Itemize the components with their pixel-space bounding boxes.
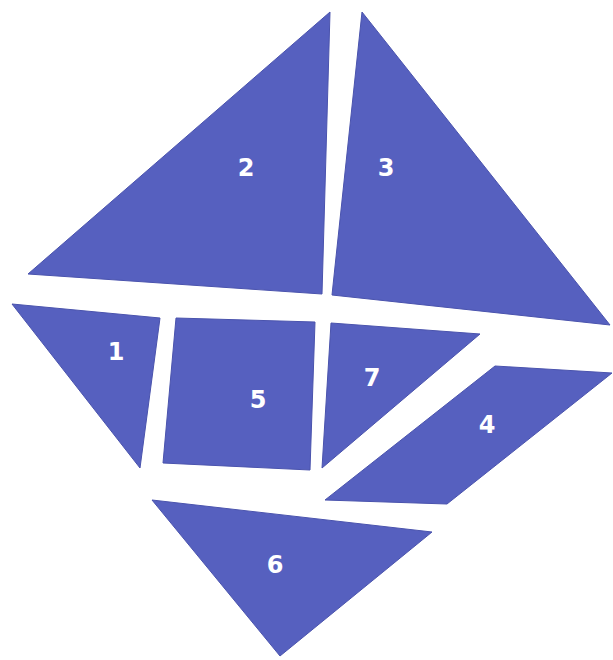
piece-shape — [163, 318, 315, 470]
tangram-piece: 5 — [163, 318, 315, 470]
tangram-piece: 2 — [28, 12, 330, 294]
piece-outline — [28, 12, 330, 294]
piece-number: 7 — [364, 366, 381, 390]
piece-number: 2 — [238, 156, 255, 180]
piece-number: 4 — [479, 413, 496, 437]
piece-number: 3 — [378, 156, 395, 180]
tangram-piece: 3 — [332, 12, 610, 325]
piece-shape — [332, 12, 610, 325]
piece-number: 6 — [267, 553, 284, 577]
piece-number: 1 — [108, 340, 125, 364]
piece-outline — [332, 12, 610, 325]
tangram-piece: 6 — [152, 500, 432, 656]
tangram-piece: 1 — [12, 304, 160, 468]
piece-shape — [28, 12, 330, 294]
piece-number: 5 — [250, 388, 267, 412]
piece-shape — [152, 500, 432, 656]
piece-outline — [12, 304, 160, 468]
piece-outline — [152, 500, 432, 656]
piece-shape — [325, 366, 612, 504]
piece-shape — [12, 304, 160, 468]
piece-outline — [163, 318, 315, 470]
